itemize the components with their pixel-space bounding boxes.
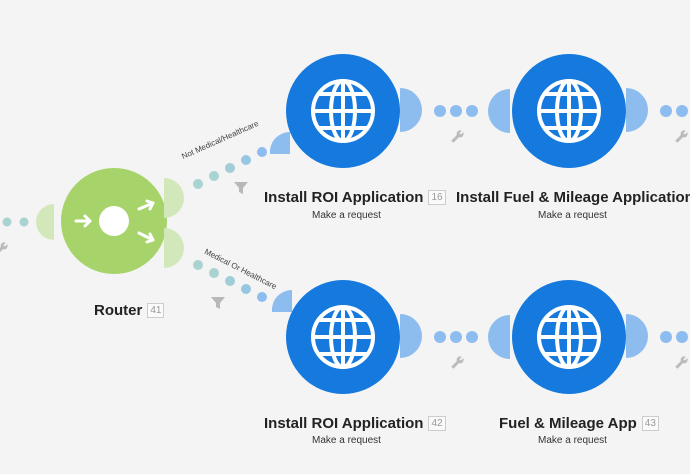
router-title-text: Router: [94, 302, 143, 319]
router-id-badge: 41: [147, 303, 165, 318]
globe-icon: [311, 79, 375, 143]
module-42-subtitle: Make a request: [312, 435, 381, 446]
filter-icon[interactable]: [234, 182, 248, 194]
outgoing-connection-top[interactable]: [660, 105, 688, 117]
router-module[interactable]: [61, 168, 184, 274]
router-title: Router 41: [94, 302, 165, 319]
outgoing-connection-bottom[interactable]: [660, 331, 688, 343]
module-42-title: Install ROI Application 42: [264, 415, 446, 432]
module-42-id-badge: 42: [428, 416, 446, 431]
route-connection-bottom[interactable]: [193, 260, 292, 312]
module-16-id-badge: 16: [428, 190, 446, 205]
module-43-title: Fuel & Mileage App 43: [499, 415, 659, 432]
globe-icon: [537, 79, 601, 143]
module-16-title-text: Install ROI Application: [264, 189, 424, 206]
http-module-43[interactable]: [512, 280, 648, 394]
wrench-icon[interactable]: [674, 129, 690, 145]
module-43-id-badge: 43: [641, 416, 659, 431]
connection-bottom[interactable]: [434, 315, 510, 359]
module-43-subtitle: Make a request: [538, 435, 607, 446]
http-module-42[interactable]: [286, 280, 422, 394]
module-42-title-text: Install ROI Application: [264, 415, 424, 432]
globe-icon: [311, 305, 375, 369]
filter-icon[interactable]: [211, 297, 225, 309]
connection-top[interactable]: [434, 89, 510, 133]
router-arrows-icon: [74, 199, 155, 244]
http-module-fuel[interactable]: [512, 54, 648, 168]
http-module-16[interactable]: [286, 54, 422, 168]
route-connection-top[interactable]: [193, 131, 290, 189]
module-fuel-title-text: Install Fuel & Mileage Application: [456, 189, 690, 206]
module-fuel-subtitle: Make a request: [538, 210, 607, 221]
wrench-icon[interactable]: [450, 129, 466, 145]
globe-icon: [537, 305, 601, 369]
wrench-icon[interactable]: [674, 355, 690, 371]
module-43-title-text: Fuel & Mileage App: [499, 415, 637, 432]
incoming-connection[interactable]: [2, 204, 55, 240]
module-16-subtitle: Make a request: [312, 210, 381, 221]
module-fuel-title: Install Fuel & Mileage Application: [456, 189, 690, 206]
wrench-icon[interactable]: [450, 355, 466, 371]
wrench-icon[interactable]: [0, 241, 9, 257]
module-16-title: Install ROI Application 16: [264, 189, 446, 206]
